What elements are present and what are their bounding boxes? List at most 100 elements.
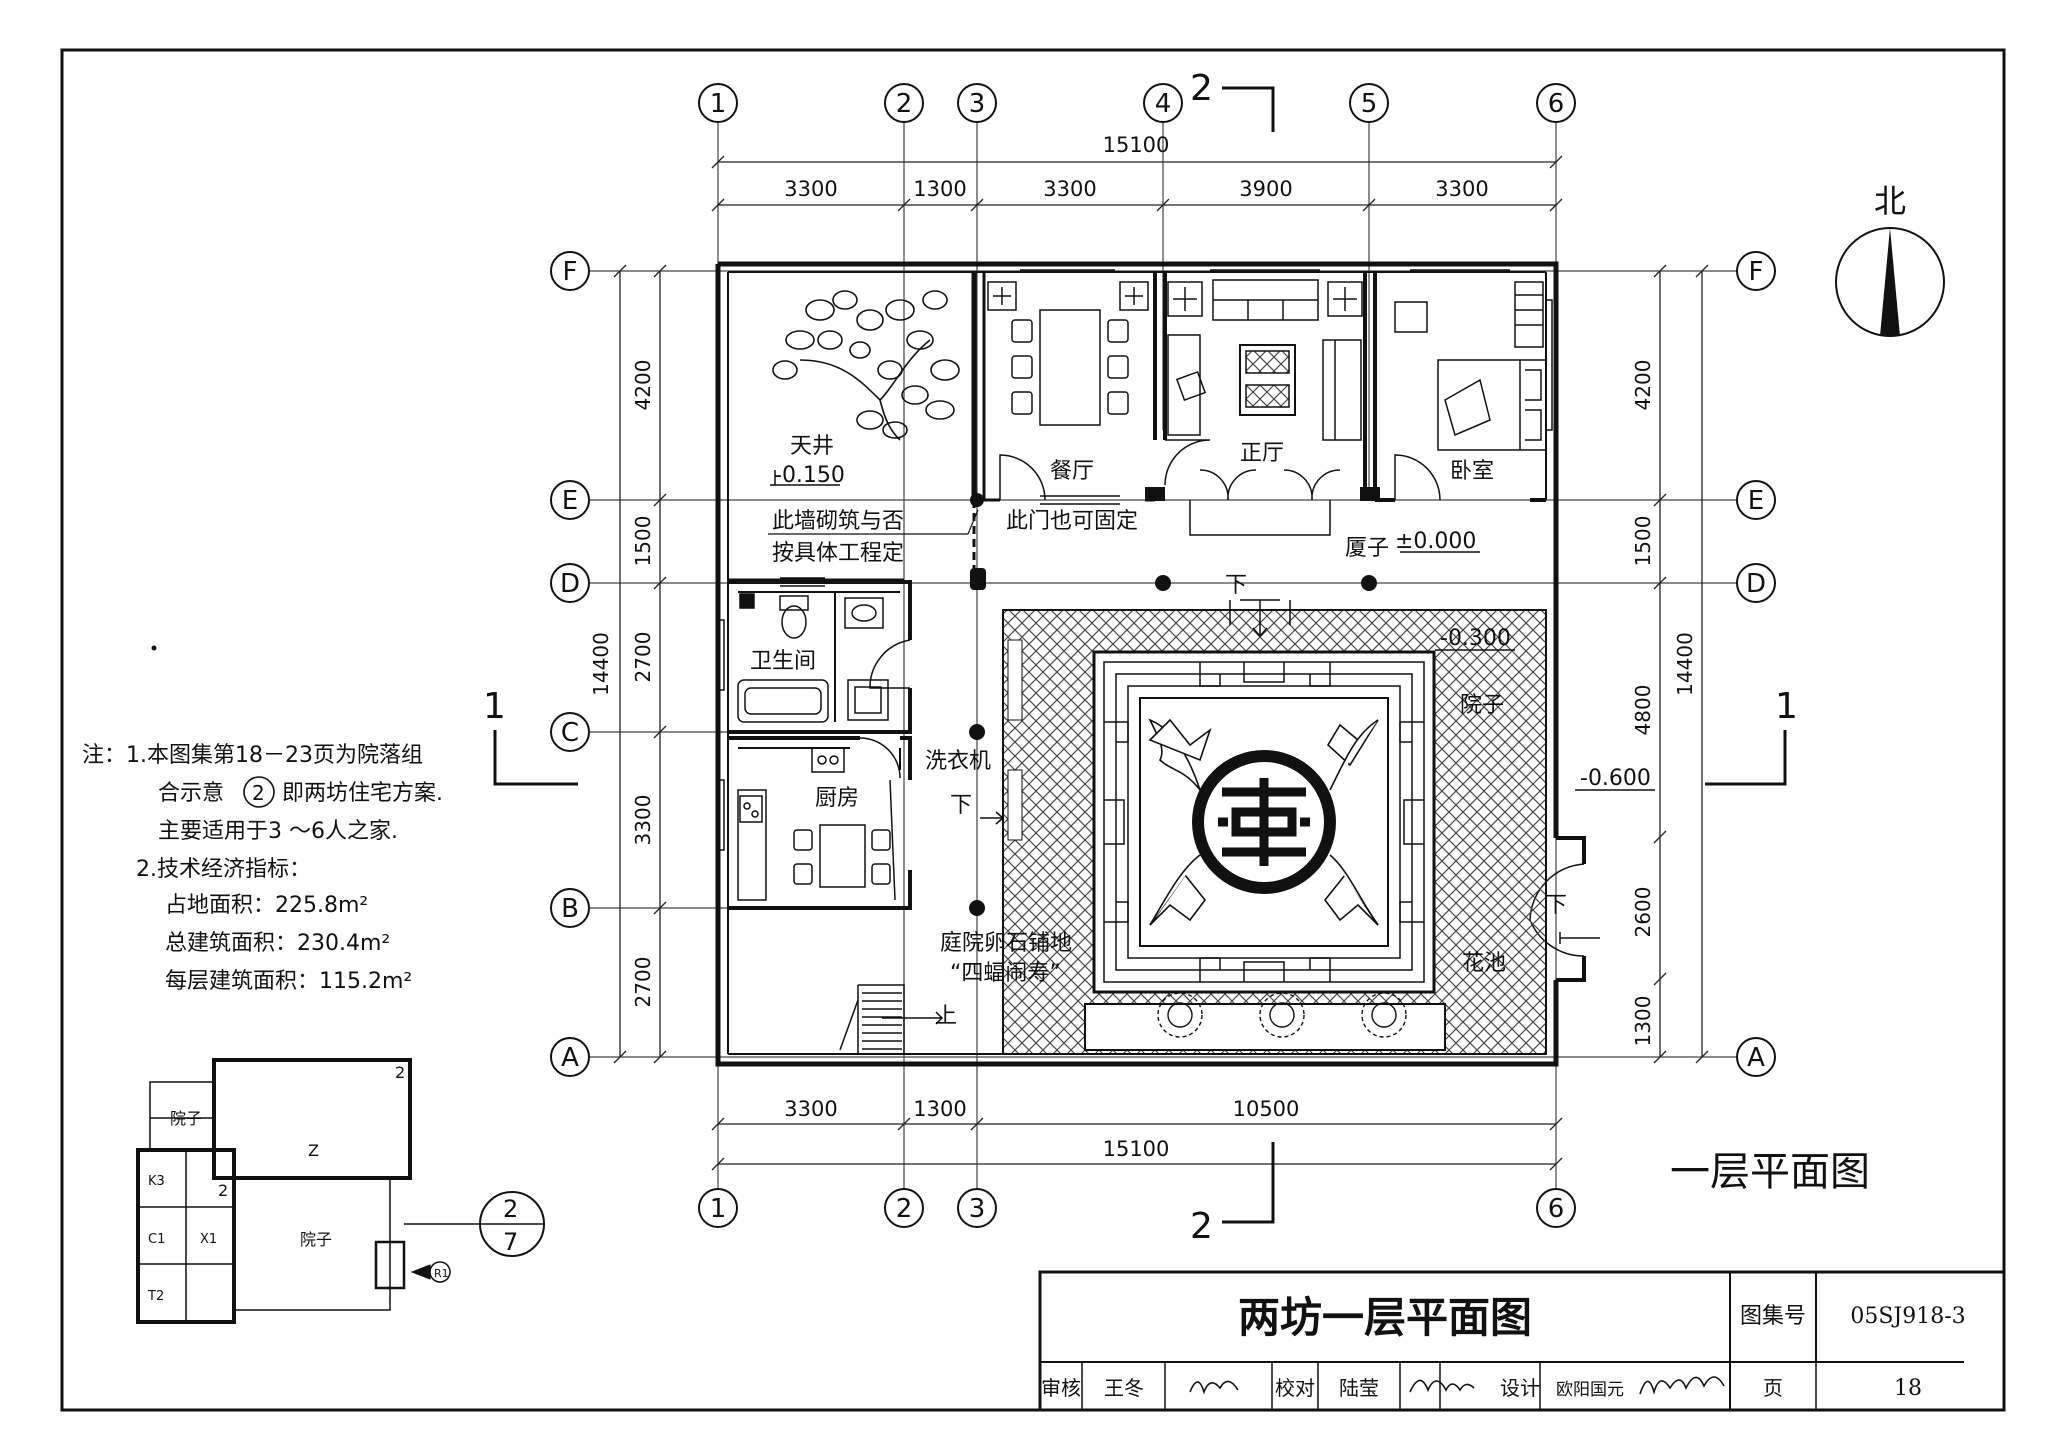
axis-label-right-D: D (1746, 569, 1766, 599)
notes-circle-number: 2 (252, 781, 265, 805)
bathroom-fixtures-icon (737, 593, 889, 723)
dim-right-1: 4200 (1631, 360, 1655, 411)
axis-label-top-4: 4 (1155, 89, 1172, 119)
design-signature (1639, 1376, 1725, 1395)
note-line-8: 每层建筑面积：115.2m² (165, 969, 412, 994)
keyplan-k3: K3 (148, 1174, 165, 1189)
axis-label-bottom-6: 6 (1548, 1194, 1565, 1224)
section-2-top: 2 (1190, 68, 1213, 109)
title-review-name: 王冬 (1104, 1376, 1144, 1400)
section-1-left: 1 (483, 686, 506, 727)
dim-top-2: 1300 (913, 177, 966, 201)
label-zhengting: 正厅 (1240, 441, 1284, 466)
dim-left-3: 2700 (631, 632, 655, 683)
label-xiyiji: 洗衣机 (925, 749, 991, 774)
axis-label-right-F: F (1749, 257, 1764, 287)
wall-stubs (970, 487, 1380, 590)
dim-top-4: 3900 (1239, 177, 1292, 201)
title-atlas-label: 图集号 (1740, 1304, 1806, 1329)
dining-table-icon (987, 281, 1149, 426)
note-door: 此门也可固定 (1006, 509, 1138, 534)
note-line-2: 合示意 (158, 781, 224, 806)
title-main: 两坊一层平面图 (1238, 1293, 1532, 1342)
title-atlas-no: 05SJ918-3 (1850, 1304, 1965, 1329)
columns (969, 493, 1377, 916)
label-yuanzi: 院子 (1460, 693, 1504, 718)
stair-icon (839, 984, 944, 1054)
note-line-4: 主要适用于3 ～6人之家. (158, 819, 398, 844)
room-labels: 天井 -0.150 餐厅 正厅 卧室 厦子 ±0.000 卫生间 洗衣机 厨房 … (750, 434, 1655, 1029)
label-yuanzi-level: -0.300 (1440, 626, 1511, 651)
dim-top-5: 3300 (1435, 177, 1488, 201)
label-down-xiazi: 下 (1225, 573, 1247, 598)
label-down-left: 下 (950, 793, 972, 818)
stray-dot (151, 645, 157, 651)
note-line-5: 2.技术经济指标： (136, 857, 311, 882)
sheet-border (60, 48, 2006, 1412)
axis-bubbles: 1 2 3 4 5 6 1 2 3 6 F E D C B A F E D A (550, 83, 1776, 1228)
title-page-no: 18 (1894, 1376, 1922, 1401)
dim-top-3: 3300 (1043, 177, 1096, 201)
axis-label-bottom-1: 1 (710, 1194, 727, 1224)
title-page-label: 页 (1763, 1376, 1783, 1400)
keyplan-t2: T2 (147, 1289, 164, 1304)
axis-label-top-6: 6 (1548, 89, 1565, 119)
dim-left-4: 3300 (631, 795, 655, 846)
dim-right-total: 14400 (1673, 632, 1697, 696)
top-dimensions: 15100 3300 1300 3300 3900 3300 (784, 133, 1488, 201)
keyplan-yuanzi-top: 院子 (170, 1109, 202, 1128)
keyplan-num-a: 2 (395, 1063, 405, 1082)
label-outer-level: -0.600 (1580, 766, 1651, 791)
left-dimensions: 4200 1500 2700 3300 2700 14400 (589, 360, 655, 1008)
tree-icon (772, 290, 960, 441)
axis-label-left-F: F (563, 257, 578, 287)
review-signature (1189, 1380, 1239, 1395)
kitchen-fixtures-icon (737, 747, 896, 901)
keyplan-ref-top: 2 (503, 1195, 518, 1223)
dim-right-2: 1500 (1631, 516, 1655, 567)
axis-label-top-3: 3 (969, 89, 986, 119)
title-design-name: 欧阳国元 (1556, 1380, 1624, 1400)
axis-label-right-E: E (1748, 486, 1764, 516)
axis-label-left-A: A (561, 1043, 579, 1073)
dim-left-5: 2700 (631, 957, 655, 1008)
title-check-label: 校对 (1275, 1376, 1315, 1400)
note-line-1: 注：1.本图集第18－23页为院落组 (82, 743, 423, 768)
title-block (1038, 1270, 2006, 1412)
section-1-right: 1 (1775, 686, 1798, 727)
label-woshi: 卧室 (1450, 459, 1494, 484)
label-tianjing: 天井 (790, 434, 834, 459)
dim-left-2: 1500 (631, 516, 655, 567)
north-label: 北 (1874, 182, 1906, 220)
dim-top-total: 15100 (1103, 133, 1170, 157)
keyplan-x1: X1 (200, 1232, 217, 1247)
dim-right-5: 1300 (1631, 996, 1655, 1047)
label-down-right: 下 (1545, 893, 1567, 918)
title-review-label: 审核 (1041, 1376, 1081, 1400)
label-weishengjian: 卫生间 (750, 649, 816, 674)
section-2-bottom: 2 (1190, 1206, 1213, 1247)
axis-label-left-B: B (561, 894, 579, 924)
note-wall-1: 此墙砌筑与否 (772, 509, 904, 534)
dim-left-1: 4200 (631, 360, 655, 411)
axis-label-top-1: 1 (710, 89, 727, 119)
keyplan-num-b: 2 (218, 1181, 228, 1200)
note-line-7: 总建筑面积：230.4m² (165, 931, 390, 956)
axis-label-bottom-2: 2 (896, 1194, 913, 1224)
dim-bottom-2: 1300 (913, 1097, 966, 1121)
axis-label-right-A: A (1747, 1043, 1765, 1073)
axis-label-left-E: E (562, 486, 578, 516)
axis-label-left-D: D (560, 569, 580, 599)
dim-top-1: 3300 (784, 177, 837, 201)
keyplan-ref-bottom: 7 (503, 1228, 518, 1256)
section-marks (493, 86, 1787, 1224)
keyplan-yuanzi-mid: 院子 (300, 1230, 332, 1249)
courtyard (980, 599, 1600, 1055)
axis-label-top-2: 2 (896, 89, 913, 119)
key-plan (136, 1058, 545, 1324)
drawing-label: 一层平面图 (1670, 1149, 1870, 1195)
dim-right-3: 4800 (1631, 685, 1655, 736)
keyplan-z: Z (308, 1141, 319, 1160)
note-paving-1: 庭院卵石铺地 (940, 931, 1072, 956)
